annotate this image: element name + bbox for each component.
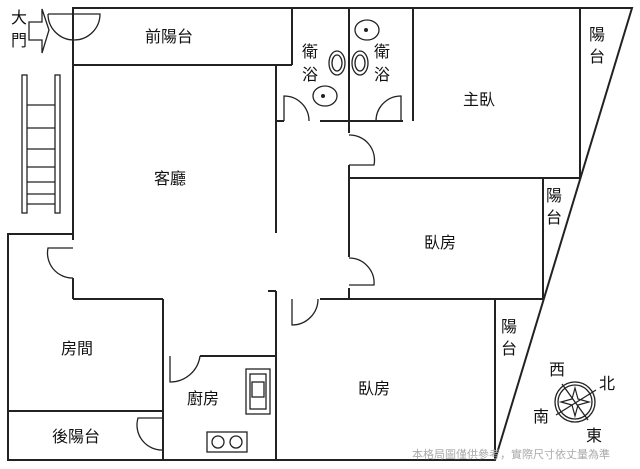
label-bath2-2: 浴 [374,65,390,84]
walls [7,7,634,461]
master-door [348,134,376,166]
label-bedroom2: 臥房 [424,233,456,252]
label-balcony-master-2: 台 [589,47,605,66]
entrance-door [47,13,101,41]
doors [46,13,402,451]
bedroom3-door [291,298,319,326]
room-door [46,247,74,279]
label-balcony-bedroom3-2: 台 [501,339,517,358]
stairs-icon [21,74,61,214]
sink-icon [328,50,369,76]
stove-icon [206,431,248,453]
entrance-arrow-icon [28,8,50,54]
label-front-balcony: 前陽台 [145,27,193,46]
label-master-bedroom: 主臥 [463,90,495,109]
compass-west: 西 [549,360,565,379]
label-bath1-2: 浴 [302,65,318,84]
compass-icon [554,381,597,423]
label-room: 房間 [61,339,93,358]
label-entrance-1: 大 [11,8,27,27]
label-balcony-bedroom2-1: 陽 [546,186,562,205]
compass-east: 東 [586,426,602,445]
toilet-icon [312,19,380,107]
label-bedroom3: 臥房 [358,379,390,398]
kitchen-door [169,355,201,383]
disclaimer: 本格局圖僅供參考，實際尺寸依丈量為準 [412,447,610,461]
compass-south: 南 [533,407,549,426]
label-bath1-1: 衛 [302,42,318,61]
label-living-room: 客廳 [154,169,186,188]
label-bath2-1: 衛 [374,42,390,61]
rear-balcony-door [136,417,164,451]
compass-north: 北 [599,374,615,393]
bath2-door [375,95,402,122]
bedroom2-door [348,257,375,286]
label-balcony-bedroom2-2: 台 [546,208,562,227]
label-balcony-master-1: 陽 [589,25,605,44]
label-balcony-bedroom3-1: 陽 [501,317,517,336]
label-kitchen: 廚房 [187,389,219,408]
label-rear-balcony: 後陽台 [52,427,100,446]
kitchen-sink-icon [245,368,271,415]
bath1-door [283,95,310,122]
label-entrance-2: 門 [11,31,27,50]
